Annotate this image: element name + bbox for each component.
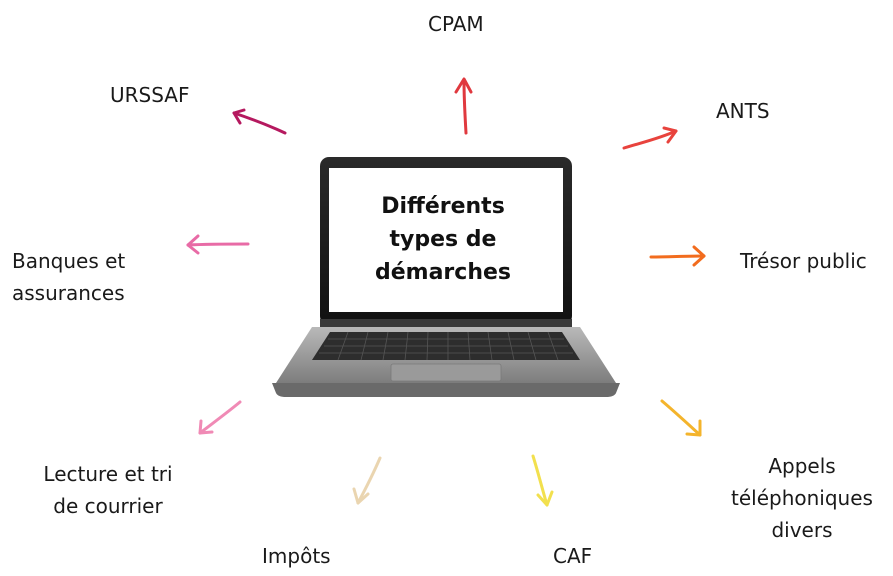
label-appels-line1: Appels (768, 454, 836, 478)
label-banques-assurances: Banques et assurances (12, 245, 125, 309)
label-appels-telephoniques: Appels téléphoniques divers (712, 450, 892, 546)
label-impots: Impôts (262, 544, 331, 568)
laptop-screen (329, 168, 563, 312)
laptop-trackpad (390, 363, 502, 382)
arrow-cpam (454, 77, 473, 135)
arrow-appels (660, 399, 702, 437)
label-lecture-courrier: Lecture et tri de courrier (20, 458, 196, 522)
label-lecture-line1: Lecture et tri (43, 462, 173, 486)
arrow-banques (186, 234, 250, 255)
arrow-urssaf (232, 108, 287, 135)
arrow-lecture (198, 400, 242, 435)
label-appels-line2: téléphoniques (731, 486, 873, 510)
label-banques-line2: assurances (12, 281, 125, 305)
label-tresor-public: Trésor public (740, 249, 867, 273)
label-appels-line3: divers (771, 518, 833, 542)
center-title-line3: démarches (374, 260, 511, 285)
label-caf: CAF (553, 544, 593, 568)
arrow-ants (622, 126, 678, 150)
label-ants: ANTS (716, 99, 770, 123)
center-title-line2: types de (389, 227, 497, 252)
label-lecture-line2: de courrier (53, 494, 163, 518)
center-title: Différents types de démarches (333, 190, 553, 289)
arrow-tresor (649, 245, 706, 267)
label-urssaf: URSSAF (110, 83, 190, 107)
arrow-impots (352, 456, 382, 505)
arrow-caf (531, 454, 554, 507)
center-title-line1: Différents (381, 194, 505, 219)
label-cpam: CPAM (428, 12, 484, 36)
laptop-illustration (272, 157, 620, 397)
label-banques-line1: Banques et (12, 249, 126, 273)
